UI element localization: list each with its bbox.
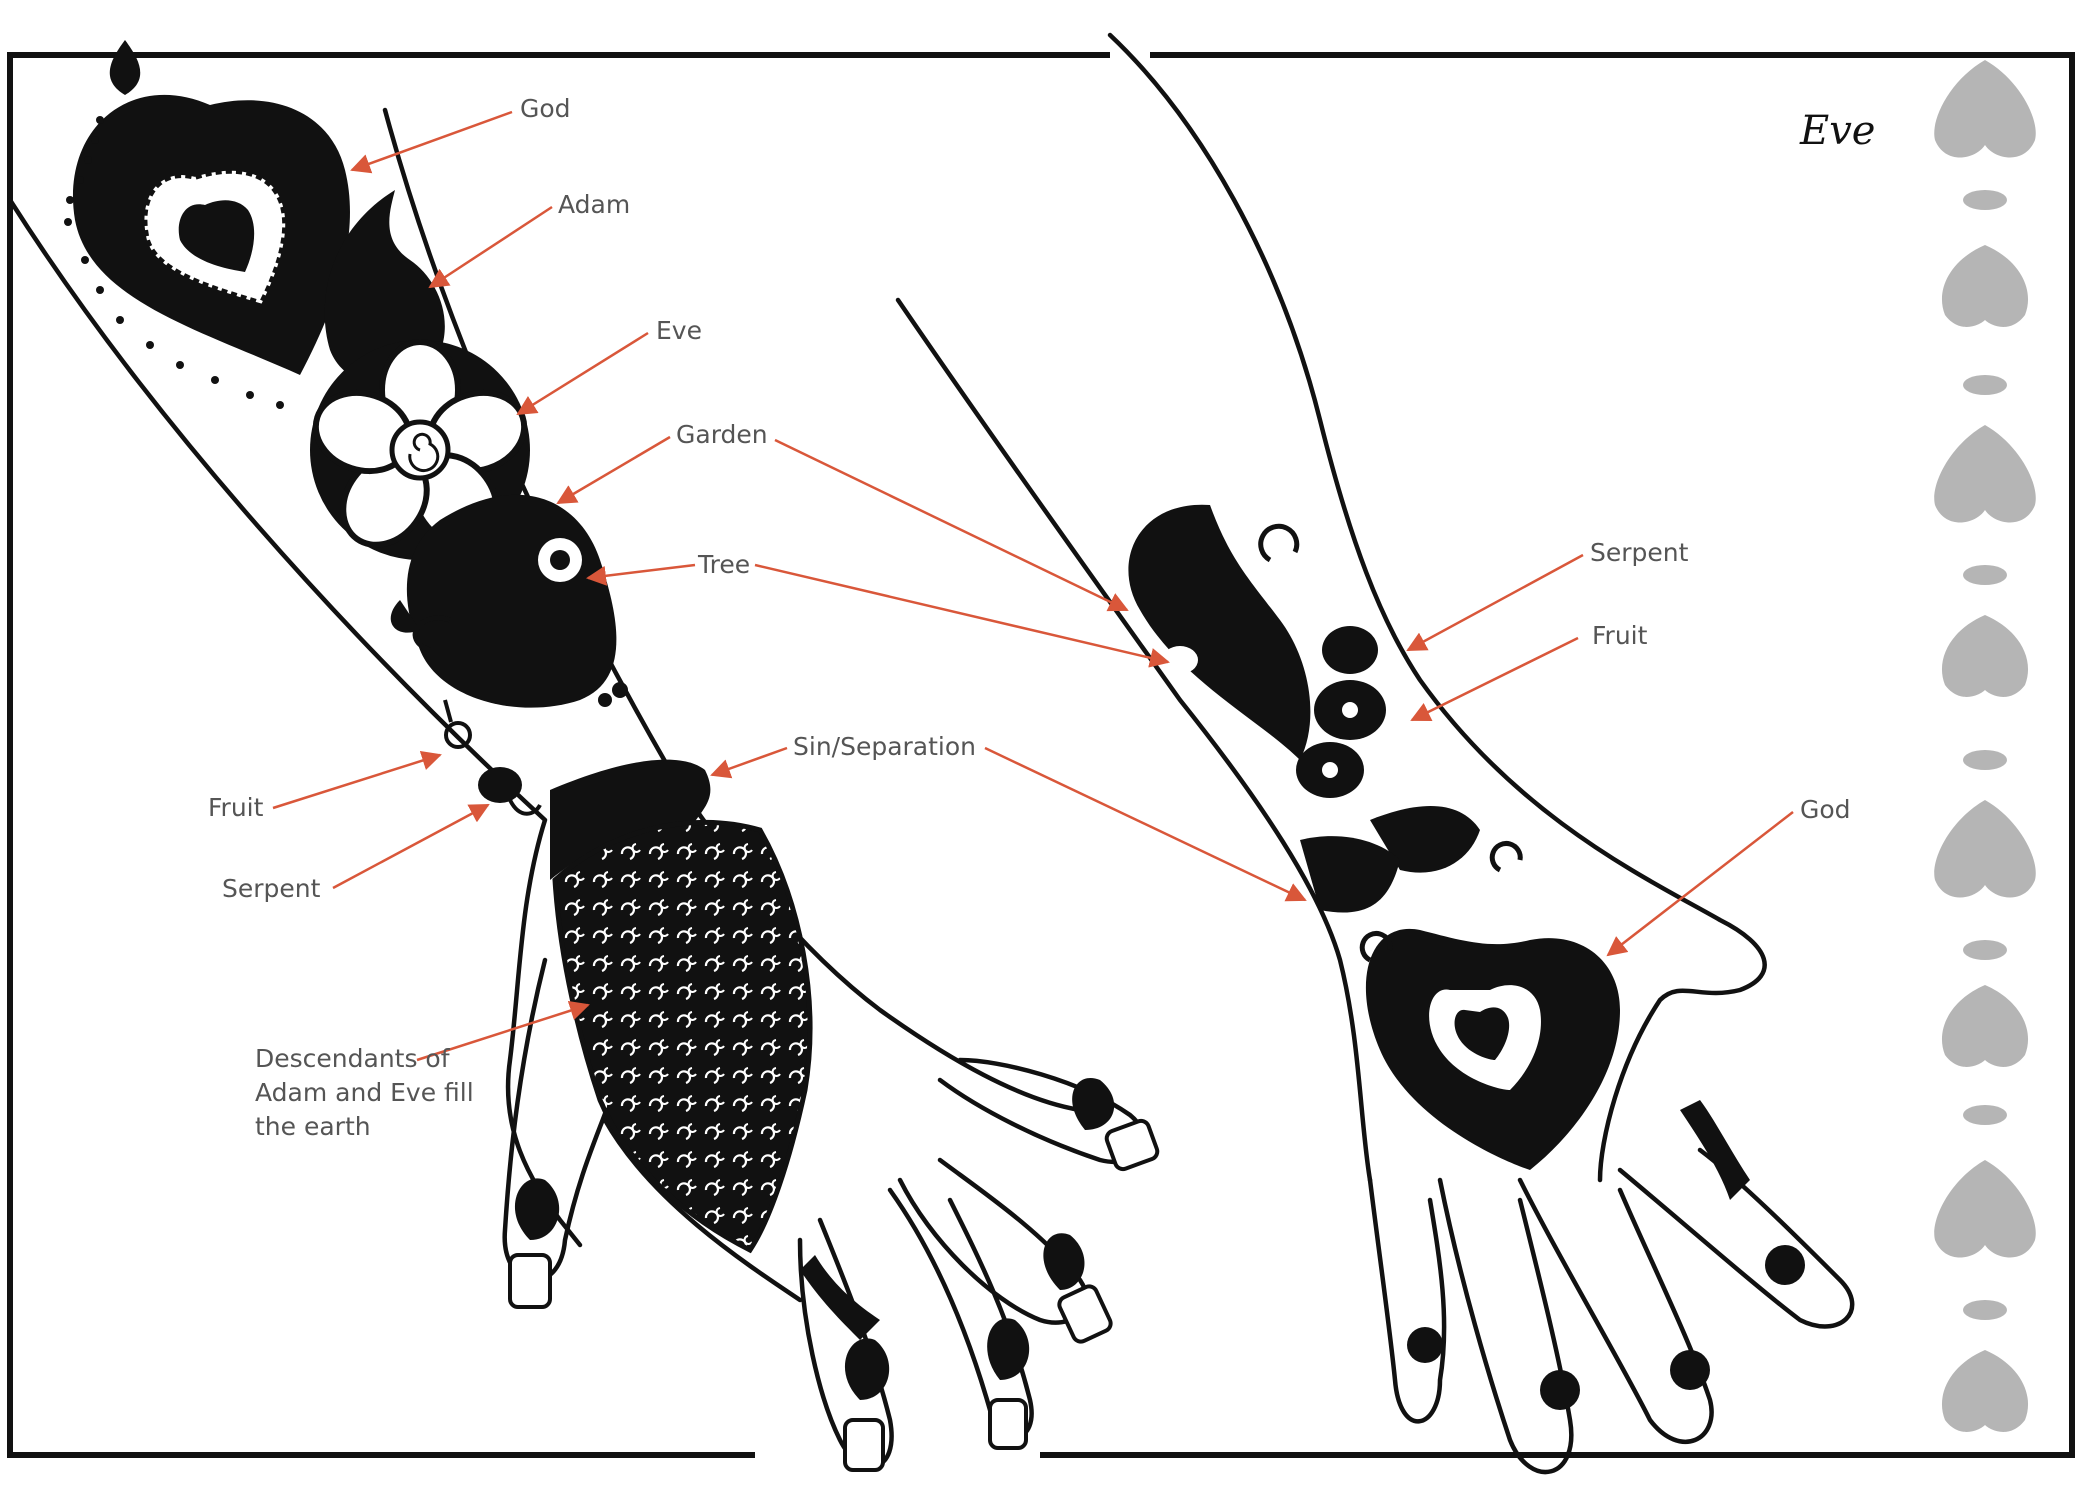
arrow-eve-left: [518, 333, 648, 414]
right-hand-outline: [898, 35, 1852, 1472]
arrow-adam-left: [430, 207, 552, 287]
left-descendants-panel: [555, 822, 810, 1250]
side-border-motifs: [1934, 60, 2036, 1432]
label-descendants: Descendants of Adam and Eve fill the ear…: [255, 1042, 475, 1144]
label-god-left: God: [520, 96, 571, 121]
page-title: Eve: [1800, 108, 1875, 154]
right-god-heart: [1362, 843, 1620, 1170]
label-serpent-left: Serpent: [222, 876, 320, 901]
arrow-serpent-left: [333, 805, 488, 888]
arrow-fruit-left: [273, 755, 440, 808]
arrow-sin-left: [712, 748, 787, 775]
arrow-god-right: [1608, 812, 1793, 955]
arrow-fruit-right: [1412, 638, 1578, 720]
label-god-right: God: [1800, 797, 1851, 822]
arrow-tree-right: [755, 565, 1168, 662]
right-serpent-paisley: [1128, 505, 1310, 760]
label-fruit-left: Fruit: [208, 795, 263, 820]
label-sin-separation: Sin/Separation: [793, 734, 976, 759]
left-fruit-serpent: [445, 700, 540, 814]
arrow-god-left: [352, 112, 512, 170]
right-fruit-cluster: [1296, 626, 1480, 913]
label-tree-left: Tree: [698, 552, 750, 577]
left-finger-paisleys: [515, 1078, 1114, 1400]
label-serpent-right: Serpent: [1590, 540, 1688, 565]
arrow-garden-left: [558, 437, 670, 503]
arrow-tree-left: [588, 565, 695, 578]
arrow-serpent-right: [1408, 555, 1583, 650]
label-eve-left: Eve: [656, 318, 702, 343]
arrow-garden-right: [775, 440, 1127, 610]
label-adam-left: Adam: [558, 192, 630, 217]
label-fruit-right: Fruit: [1592, 623, 1647, 648]
right-finger-flowers: [1407, 1100, 1805, 1410]
label-garden-left: Garden: [676, 422, 768, 447]
left-god-heart: [73, 40, 350, 375]
arrow-sin-right: [985, 748, 1305, 900]
